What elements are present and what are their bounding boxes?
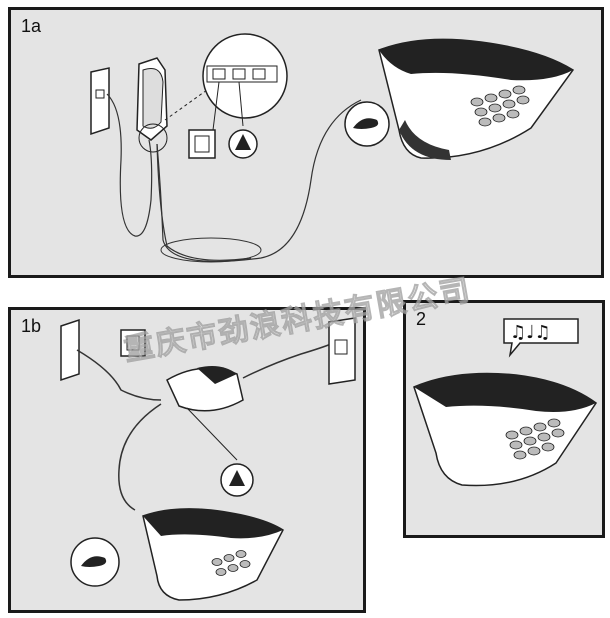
conference-phone — [142, 508, 284, 601]
music-notes-icon: ♫♩♫ — [503, 318, 579, 358]
panel-1b: 1b — [8, 307, 366, 613]
phone-jack-icon — [188, 129, 216, 159]
panel-1a: 1a — [8, 7, 604, 278]
conference-phone-icon — [228, 129, 258, 159]
phone-jack-icon — [120, 329, 146, 357]
conference-phone — [378, 38, 575, 160]
handset-icon — [344, 101, 390, 147]
panel-2-illustration: ♫♩♫ — [413, 318, 598, 487]
conference-phone — [413, 372, 598, 487]
panel-2: 2 ♫♩♫ — [403, 300, 605, 538]
svg-text:♫♩♫: ♫♩♫ — [510, 322, 551, 343]
power-outlet — [328, 317, 356, 385]
panel-1b-illustration — [60, 317, 356, 601]
handset-icon — [70, 537, 120, 587]
panel-label-2: 2 — [416, 309, 427, 329]
panel-label-1b: 1b — [21, 316, 42, 336]
power-module — [166, 366, 244, 412]
port-magnifier — [202, 33, 288, 131]
wall-plate — [90, 67, 110, 136]
wall-plate — [60, 318, 80, 382]
panel-1a-illustration — [90, 33, 575, 263]
power-module — [136, 57, 168, 153]
panel-label-1a: 1a — [21, 16, 42, 36]
conference-phone-icon — [220, 463, 254, 497]
